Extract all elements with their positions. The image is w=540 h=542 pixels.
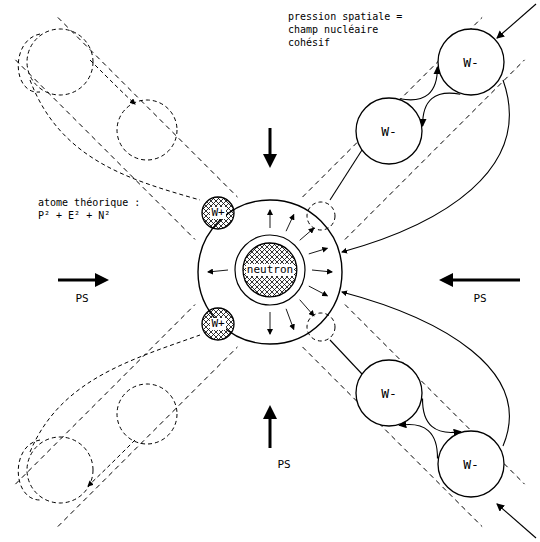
node-label: neutron [246,264,294,276]
force-label: PS [471,292,488,305]
node-label: W+ [210,207,225,219]
force-label: PS [275,458,292,471]
note-label: atome théorique : P² + E² + N² [38,196,150,222]
node-label: W- [381,124,397,139]
w-plus-circle: W+ [201,196,235,230]
w-minus-circle: W- [355,97,423,165]
ghost-paths [15,17,524,526]
pressure-arrows [58,128,520,448]
ghost-circles [18,29,335,503]
w-plus-circle: W+ [201,307,235,341]
w-minus-circle: W- [437,28,505,96]
w-minus-circle: W- [437,430,505,498]
w-minus-paths [330,4,536,538]
force-label: PS [73,292,90,305]
w-minus-circle: W- [355,359,423,427]
note-label: pression spatiale = champ nucléaire cohé… [288,10,410,49]
node-label: W- [463,55,479,70]
nucleus-ring [235,235,305,305]
node-label: W- [463,457,479,472]
node-label: W+ [210,318,225,330]
node-label: W- [381,386,397,401]
neutron-circle: neutron [242,242,298,298]
